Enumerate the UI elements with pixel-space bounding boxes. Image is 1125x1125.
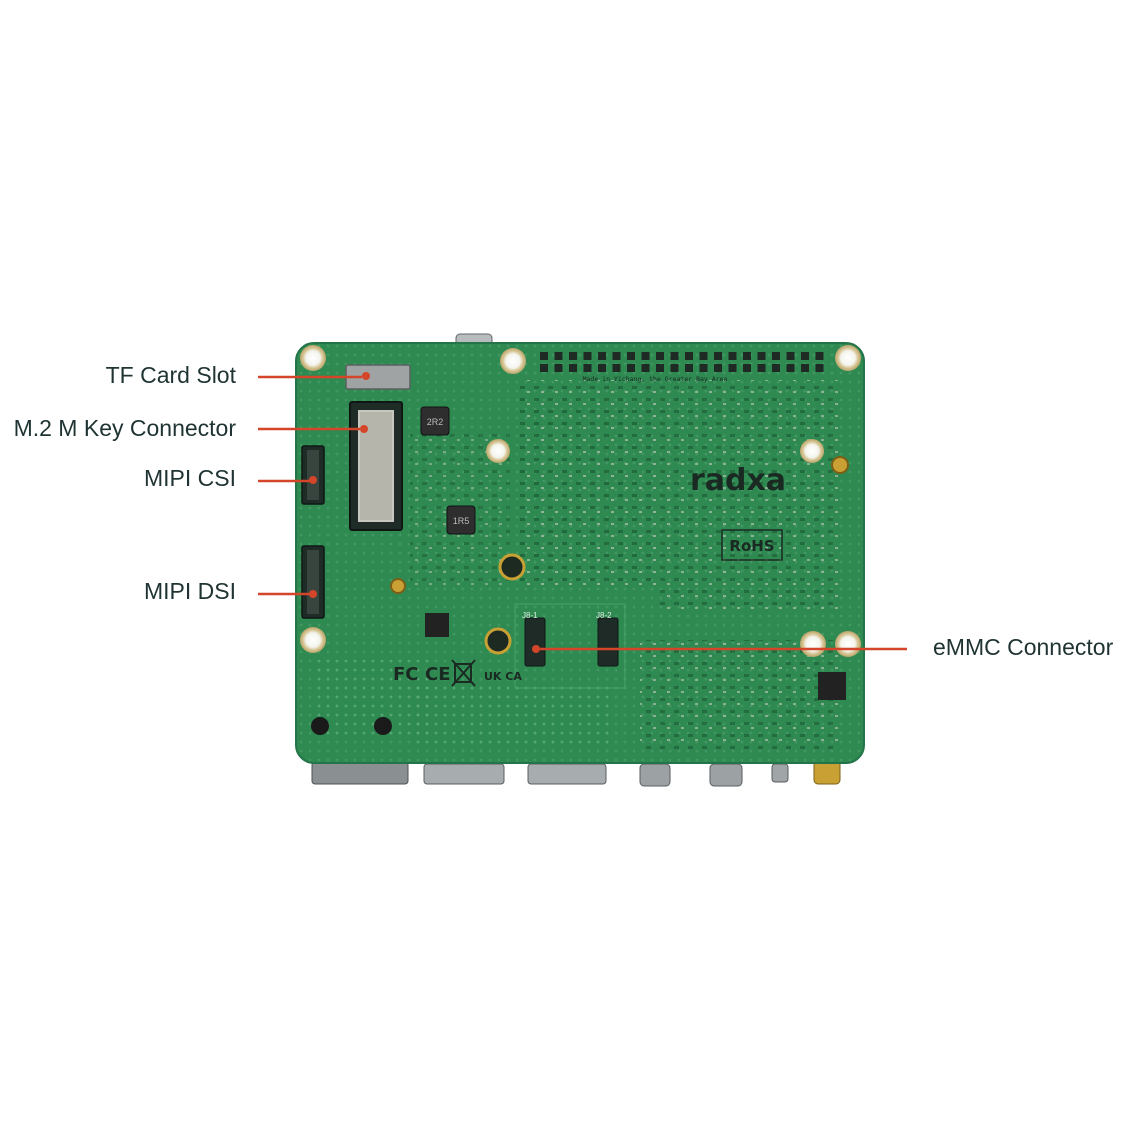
mipi-csi-label: MIPI CSI: [143, 465, 236, 491]
gpio-pin: [540, 364, 548, 372]
mipi-dsi-label: MIPI DSI: [143, 578, 236, 604]
mipi-csi-marker: [309, 476, 317, 484]
brand-logo: radxa: [690, 463, 786, 498]
gpio-pin: [699, 352, 708, 360]
mounting-hole: [300, 345, 326, 371]
button-icon: [374, 717, 392, 735]
gpio-pin: [656, 364, 664, 372]
emmc-connector-label: eMMC Connector: [933, 634, 1114, 660]
gpio-pin: [728, 352, 737, 360]
standoff-dark: [484, 627, 512, 655]
tf-card-slot-label: TF Card Slot: [105, 362, 236, 388]
gpio-pin: [670, 364, 679, 372]
emmc-connector-2: [597, 617, 619, 667]
gpio-pin: [540, 352, 548, 360]
gpio-pin: [786, 364, 795, 372]
mounting-hole: [835, 631, 861, 657]
gpio-pin: [801, 352, 809, 360]
mipi-dsi-marker: [309, 590, 317, 598]
gpio-pin: [714, 364, 722, 372]
m2-connector-marker: [360, 425, 368, 433]
gpio-pin: [757, 364, 766, 372]
gpio-pin: [757, 352, 766, 360]
gpio-pin: [554, 352, 563, 360]
component-area-right: [660, 380, 840, 610]
button-icon: [311, 717, 329, 735]
hdmi-port-1: [423, 763, 505, 785]
mounting-hole: [835, 345, 861, 371]
inductor-1r5-label: 1R5: [453, 516, 470, 526]
rohs-box: [721, 529, 783, 561]
mounting-hole: [486, 439, 510, 463]
gpio-pin: [554, 364, 563, 372]
j8-1-label: J8-1: [522, 611, 538, 620]
gpio-pin: [685, 364, 693, 372]
gpio-pin: [656, 352, 664, 360]
small-connector: [771, 763, 789, 783]
rohs-mark: RoHS: [729, 537, 774, 555]
audio-jack-1: [639, 763, 671, 787]
mounting-hole: [800, 439, 824, 463]
gpio-pin: [598, 352, 606, 360]
gpio-pin: [815, 352, 824, 360]
gpio-pin: [569, 364, 577, 372]
inductor-2r2: [420, 406, 450, 436]
leader-lines: [258, 375, 907, 651]
gpio-pin: [743, 364, 751, 372]
emmc-connector-marker: [532, 645, 540, 653]
gpio-pin: [801, 364, 809, 372]
ic-chip: [425, 613, 449, 637]
gpio-pin: [670, 352, 679, 360]
gpio-pin: [612, 364, 621, 372]
component-area-center: [520, 380, 660, 590]
hdmi-port-2: [527, 763, 607, 785]
emmc-area-outline: [514, 603, 626, 689]
component-area-bottom-mid: [410, 680, 610, 750]
gpio-pin: [583, 352, 592, 360]
weee-icon: [451, 659, 476, 687]
silkscreen-made-in: Made in Yichang, the Greater Bay Area: [583, 375, 728, 383]
gpio-pin: [699, 364, 708, 372]
gpio-pin: [627, 364, 635, 372]
gpio-pin: [612, 352, 621, 360]
standoff-gold: [831, 456, 849, 474]
inductor-2r2-label: 2R2: [427, 417, 444, 427]
gpio-pin: [772, 364, 780, 372]
m2-connector-label: M.2 M Key Connector: [13, 415, 236, 441]
gpio-pin: [728, 364, 737, 372]
gpio-header: [540, 352, 824, 372]
gpio-pin: [786, 352, 795, 360]
gpio-pin: [743, 352, 751, 360]
gpio-pin: [685, 352, 693, 360]
gpio-pin: [627, 352, 635, 360]
gpio-pin: [641, 364, 650, 372]
gpio-pin: [641, 352, 650, 360]
tf-card-slot-marker: [362, 372, 370, 380]
gpio-pin: [583, 364, 592, 372]
mounting-hole: [800, 631, 826, 657]
j8-2-label: J8-2: [596, 611, 612, 620]
ukca-mark: UK CA: [484, 670, 522, 683]
gpio-pin: [598, 364, 606, 372]
gpio-pin: [815, 364, 824, 372]
audio-jack-2: [709, 763, 743, 787]
mounting-hole: [300, 627, 326, 653]
gpio-pin: [772, 352, 780, 360]
standoff-gold: [390, 578, 406, 594]
gpio-pin: [569, 352, 577, 360]
component-area-lower: [640, 640, 840, 750]
inductor-1r5: [446, 505, 476, 535]
emmc-connector: [524, 617, 546, 667]
mounting-hole: [500, 348, 526, 374]
gpio-pin: [714, 352, 722, 360]
ic-chip: [818, 672, 846, 700]
ce-mark: CE: [425, 664, 451, 685]
standoff-dark: [498, 553, 526, 581]
usb-c-port: [311, 761, 409, 785]
fcc-mark: FC: [393, 664, 419, 685]
